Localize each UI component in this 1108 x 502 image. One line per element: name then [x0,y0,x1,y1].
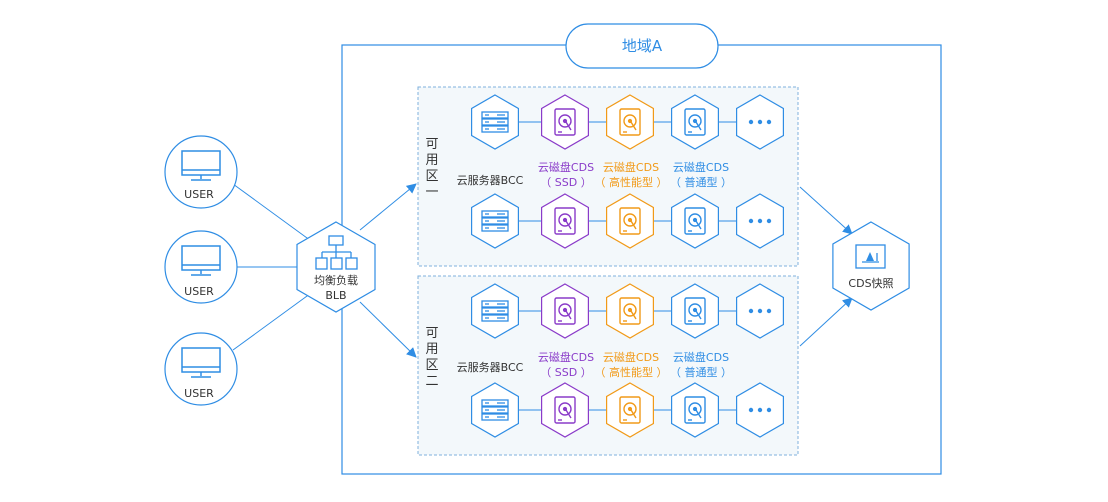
monitor-icon [181,347,221,378]
region-title: 地域A [621,37,663,55]
hard-disk-icon [619,297,641,325]
monitor-icon [181,245,221,276]
disk-node [605,382,655,438]
more-node [735,193,785,249]
zone2-ssd-label: 云磁盘CDS （ SSD ） [526,350,606,380]
disk-node [670,283,720,339]
user-node [164,135,238,209]
snapshot-hexagon [832,221,910,311]
zone1-bcc-label: 云服务器BCC [456,174,524,187]
server-icon [481,300,509,322]
hard-disk-icon [554,207,576,235]
more-node [735,382,785,438]
snapshot-icon [855,244,886,269]
disk-name: 云磁盘CDS [537,351,595,364]
hard-disk-icon [619,207,641,235]
user-nodes [164,135,238,406]
zone2-label-char: 用 [425,342,439,357]
zone2-label-char: 区 [425,358,439,373]
more-node [735,283,785,339]
zone1-ssd-label: 云磁盘CDS （ SSD ） [526,160,606,190]
server-node [471,193,520,249]
zone-nodes [471,94,785,438]
disk-node [540,382,590,438]
disk-name: 云磁盘CDS [672,161,730,174]
zone1-label-char: 区 [425,169,439,184]
disk-type: （ SSD ） [540,176,592,189]
region-title-pill [565,23,719,69]
blb-label: 均衡负载 BLB [296,273,376,303]
hard-disk-icon [554,108,576,136]
user-node [164,230,238,304]
disk-node [540,283,590,339]
zone2-perf-label: 云磁盘CDS （ 高性能型 ） [591,350,671,380]
disk-node [540,193,590,249]
zone1-label-char: 一 [425,185,439,200]
hard-disk-icon [619,108,641,136]
zone1-label-char: 用 [425,153,439,168]
blb-node [296,221,376,313]
disk-type: （ 普通型 ） [670,366,732,379]
blb-icon [315,235,358,270]
zone2-label-char: 可 [425,326,439,341]
disk-name: 云磁盘CDS [602,351,660,364]
disk-node [605,193,655,249]
server-icon [481,210,509,232]
hard-disk-icon [684,297,706,325]
hard-disk-icon [554,396,576,424]
user-label: USER [184,188,214,201]
user-node [164,332,238,406]
more-icon [748,218,772,224]
more-icon [748,308,772,314]
snapshot-label: CDS快照 [848,277,894,290]
disk-node [605,283,655,339]
hard-disk-icon [684,396,706,424]
monitor-icon [181,150,221,181]
zone1-perf-label: 云磁盘CDS （ 高性能型 ） [591,160,671,190]
disk-type: （ 普通型 ） [670,176,732,189]
server-node [471,283,520,339]
arrow-zone1-snapshot [799,186,853,235]
server-node [471,94,520,150]
more-node [735,94,785,150]
arrow-zone2-snapshot [799,297,853,347]
disk-node [670,382,720,438]
blb-name: 均衡负载 [314,274,358,287]
hard-disk-icon [684,108,706,136]
disk-type: （ SSD ） [540,366,592,379]
disk-node [605,94,655,150]
zone1-label-char: 可 [425,137,439,152]
disk-node [540,94,590,150]
zone2-label: 可 用 区 二 [422,326,442,390]
blb-code: BLB [325,289,347,302]
zone2-bcc-label: 云服务器BCC [456,361,524,374]
more-icon [748,407,772,413]
hard-disk-icon [619,396,641,424]
server-node [471,382,520,438]
user-label: USER [184,387,214,400]
disk-node [670,193,720,249]
zone2-label-char: 二 [425,374,439,389]
server-icon [481,399,509,421]
more-icon [748,119,772,125]
arrow-blb-zone1 [359,183,417,231]
disk-name: 云磁盘CDS [537,161,595,174]
disk-node [670,94,720,150]
zone2-std-label: 云磁盘CDS （ 普通型 ） [661,350,741,380]
disk-type: （ 高性能型 ） [594,176,668,189]
zone1-std-label: 云磁盘CDS （ 普通型 ） [661,160,741,190]
hard-disk-icon [684,207,706,235]
user-label: USER [184,285,214,298]
disk-name: 云磁盘CDS [672,351,730,364]
zone1-label: 可 用 区 一 [422,137,442,201]
server-icon [481,111,509,133]
snapshot-node [832,221,910,311]
disk-type: （ 高性能型 ） [594,366,668,379]
hard-disk-icon [554,297,576,325]
arrow-blb-zone2 [359,301,417,358]
disk-name: 云磁盘CDS [602,161,660,174]
